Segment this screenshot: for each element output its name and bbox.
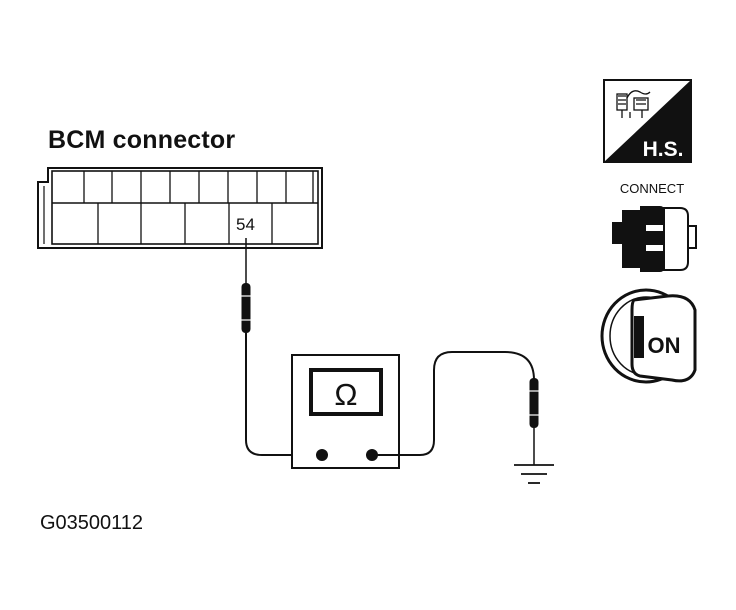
hs-label: H.S. [643, 138, 684, 161]
ohm-symbol: Ω [334, 377, 357, 412]
right-probe [529, 378, 539, 465]
ohmmeter [291, 354, 400, 469]
connector-connect-icon [612, 206, 697, 272]
ignition-on-icon [600, 288, 697, 384]
figure-code: G03500112 [40, 512, 144, 534]
left-test-lead [245, 333, 322, 456]
meter-terminal-left [316, 449, 328, 461]
harness-hs-icon [603, 79, 692, 163]
left-probe [241, 238, 251, 333]
right-test-lead [372, 351, 535, 456]
pin-54-label: 54 [236, 215, 255, 234]
on-label: ON [648, 333, 681, 358]
connector-title: BCM connector [48, 126, 236, 154]
connect-label: CONNECT [620, 181, 684, 196]
bcm-connector [37, 167, 323, 249]
ground-icon [514, 464, 554, 484]
